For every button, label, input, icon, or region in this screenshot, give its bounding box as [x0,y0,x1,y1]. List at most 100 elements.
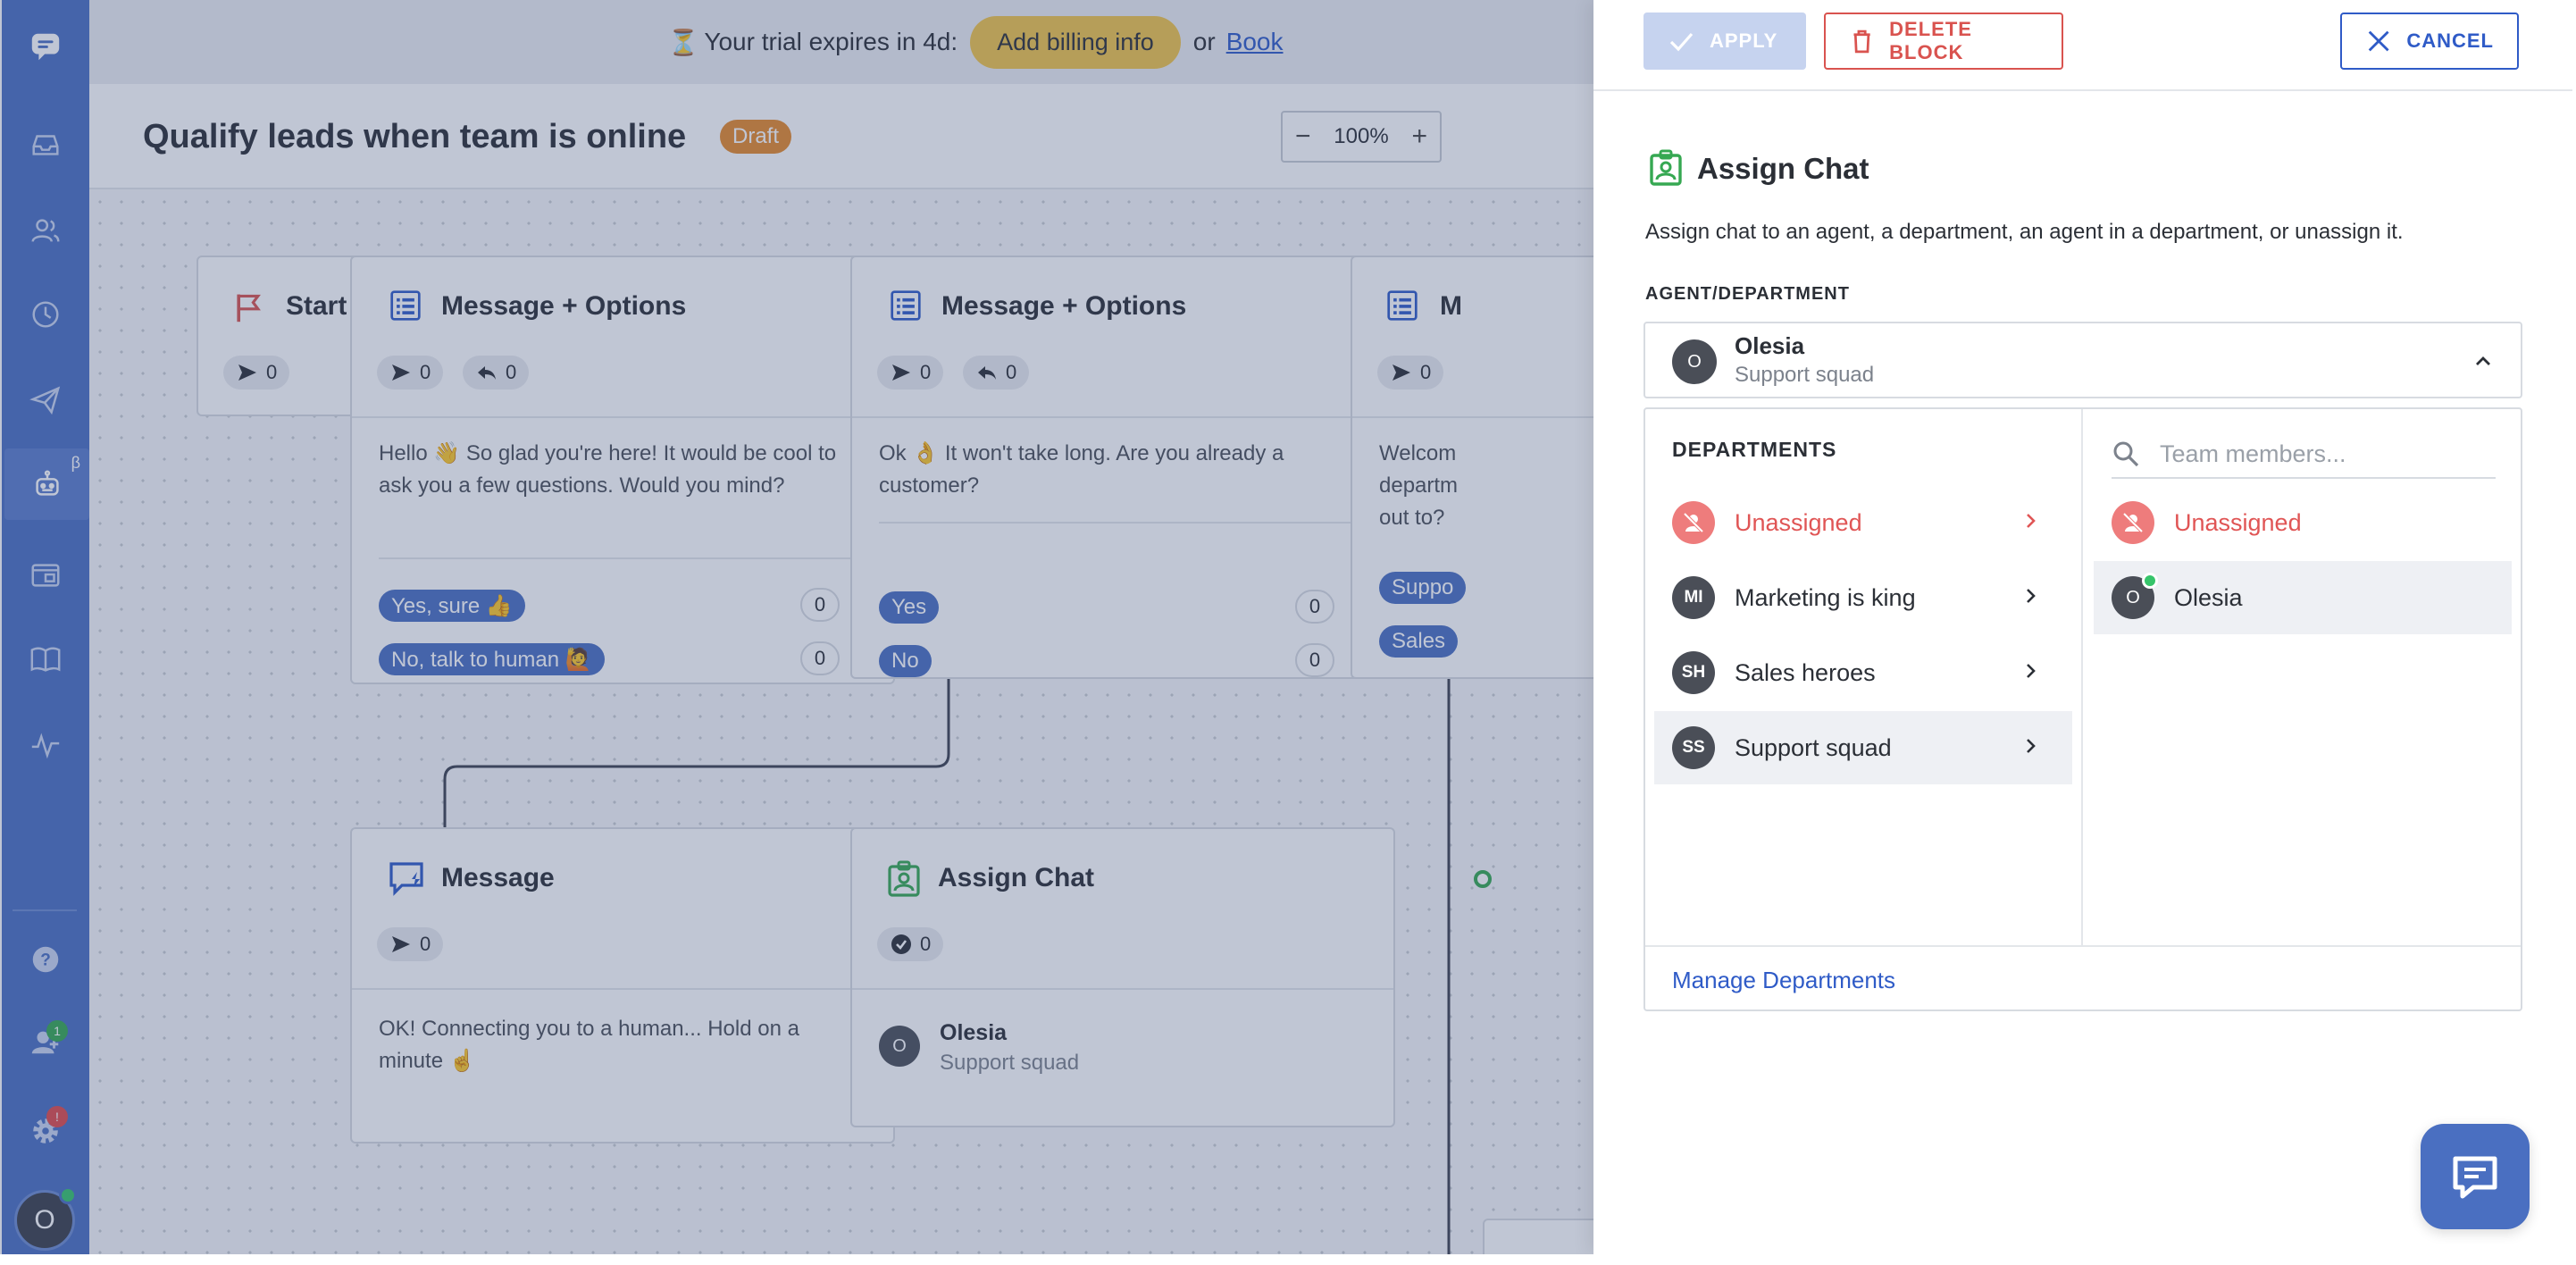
sent-count: 0 [420,933,431,955]
node-title: M [1440,291,1462,321]
node-body: OK! Connecting you to a human... Hold on… [352,988,893,1144]
agent-department: Support squad [940,1051,1080,1075]
reply-icon [478,366,496,380]
team-icon[interactable] [2,1006,89,1077]
assign-chat-node[interactable]: Assign Chat 0 O Olesia Support squad [850,827,1492,1127]
online-indicator [2142,573,2158,589]
department-name: Support squad [1735,733,1892,761]
option-chip[interactable]: Suppo [1379,572,1467,604]
assigned-counter: 0 [877,927,944,961]
assigned-count: 0 [920,933,932,955]
badge-icon [888,860,920,897]
message-node[interactable]: Message 0 OK! Connecting you to a human.… [350,827,990,1144]
contacts-icon[interactable] [2,195,89,266]
message-text: Ok 👌 It won't take long. Are you already… [879,441,1284,498]
sent-counter: 0 [223,356,290,390]
department-item-unassigned[interactable]: Unassigned [1654,486,2072,559]
department-name: Sales heroes [1735,658,1876,686]
chatbots-icon[interactable]: β [4,448,89,520]
zoom-control: − 100% + [1281,111,1442,163]
add-billing-button[interactable]: Add billing info [970,15,1181,69]
message-icon [389,862,423,896]
flag-icon [237,294,261,323]
app-logo-icon[interactable] [2,11,89,82]
send-icon [1393,364,1410,381]
department-item-marketing[interactable]: MI Marketing is king [1654,561,2072,634]
window-right-edge [2572,0,2576,1265]
node-title: Assign Chat [938,863,1095,892]
member-item-olesia[interactable]: O Olesia [2094,561,2512,634]
cancel-button[interactable]: CANCEL [2340,13,2519,70]
sent-count: 0 [420,361,431,383]
check-icon [1669,32,1694,52]
option-count: 0 [1295,643,1334,677]
node-title: Message + Options [941,291,1187,321]
message-text: OK! Connecting you to a human... Hold on… [379,1017,799,1073]
member-name: Olesia [2174,583,2243,611]
team-badge: 1 [46,1020,68,1042]
reply-counter: 0 [463,356,530,390]
app-sidebar: β ? 1 ! O [2,0,89,1254]
modal-overlay[interactable] [0,0,1593,1254]
option-chip[interactable]: Yes, sure 👍 [379,590,525,622]
option-chip[interactable]: Sales [1379,625,1459,658]
agent-department-label: AGENT/DEPARTMENT [1645,284,1850,304]
inbox-icon[interactable] [2,109,89,180]
flow-canvas[interactable]: Start 0 Message + Options 0 0 Hello 👋 So… [89,191,1886,1265]
chevron-up-icon[interactable] [2472,350,2494,372]
department-item-sales[interactable]: SH Sales heroes [1654,636,2072,709]
settings-icon[interactable] [2,1095,89,1167]
close-icon [2368,30,2389,52]
member-avatar: O [2112,573,2158,619]
message-text-line-3: out to? [1379,506,1445,530]
beta-label: β [71,454,80,472]
block-title: Assign Chat [1697,152,1869,185]
apply-button[interactable]: APPLY [1643,13,1806,70]
status-badge: Draft [720,120,792,154]
option-count: 0 [800,588,840,622]
team-members-search-input[interactable] [2160,436,2490,472]
option-chip[interactable]: Yes [879,591,940,624]
agent-department-select[interactable]: O Olesia Support squad [1643,322,2522,398]
zoom-out-button[interactable]: − [1295,121,1311,151]
panel-toolbar: APPLY DELETE BLOCK CANCEL [1593,0,2572,91]
block-description: Assign chat to an agent, a department, a… [1645,220,2404,244]
node-body: Ok 👌 It won't take long. Are you already… [852,416,1393,679]
campaigns-icon[interactable] [2,364,89,436]
book-demo-link[interactable]: Book [1225,28,1284,55]
svg-text:?: ? [40,951,51,970]
chevron-right-icon [2027,514,2036,528]
node-title: Message + Options [441,291,687,321]
widget-icon[interactable] [2,540,89,611]
manage-departments-link[interactable]: Manage Departments [1672,967,1896,993]
knowledge-base-icon[interactable] [2,624,89,695]
reply-icon [978,366,996,380]
trial-or: or [1192,28,1216,55]
output-port[interactable] [1474,870,1492,888]
assign-chat-icon [1650,149,1682,186]
sent-counter: 0 [877,356,944,390]
department-item-support[interactable]: SS Support squad [1654,711,2072,784]
history-icon[interactable] [2,279,89,350]
message-text-line-1: Welcom [1379,441,1457,465]
message-options-node-1[interactable]: Message + Options 0 0 Hello 👋 So glad yo… [350,256,895,684]
option-chip[interactable]: No, talk to human 🙋 [379,643,605,675]
delete-block-button[interactable]: DELETE BLOCK [1824,13,2063,70]
delete-label: DELETE BLOCK [1889,18,1972,63]
analytics-icon[interactable] [2,709,89,781]
member-item-unassigned[interactable]: Unassigned [2094,486,2512,559]
option-chip[interactable]: No [879,645,932,677]
sent-count: 0 [266,361,278,383]
flow-title[interactable]: Qualify leads when team is online [143,118,687,155]
department-avatar: MI [1672,576,1715,619]
departments-column: DEPARTMENTS Unassigned MI Marketing is k… [1645,409,2083,945]
chat-widget-button[interactable] [2421,1124,2530,1229]
flow-editor: ⏳ Your trial expires in 4d: Add billing … [89,0,1886,1265]
reply-counter: 0 [963,356,1030,390]
team-members-column: Unassigned O Olesia [2085,409,2522,945]
zoom-in-button[interactable]: + [1411,121,1427,151]
message-options-node-2[interactable]: Message + Options 0 0 Ok 👌 It won't take… [850,256,1395,679]
help-icon[interactable]: ? [2,924,89,995]
message-text-line-2: departm [1379,473,1459,498]
chevron-right-icon [2027,664,2036,678]
